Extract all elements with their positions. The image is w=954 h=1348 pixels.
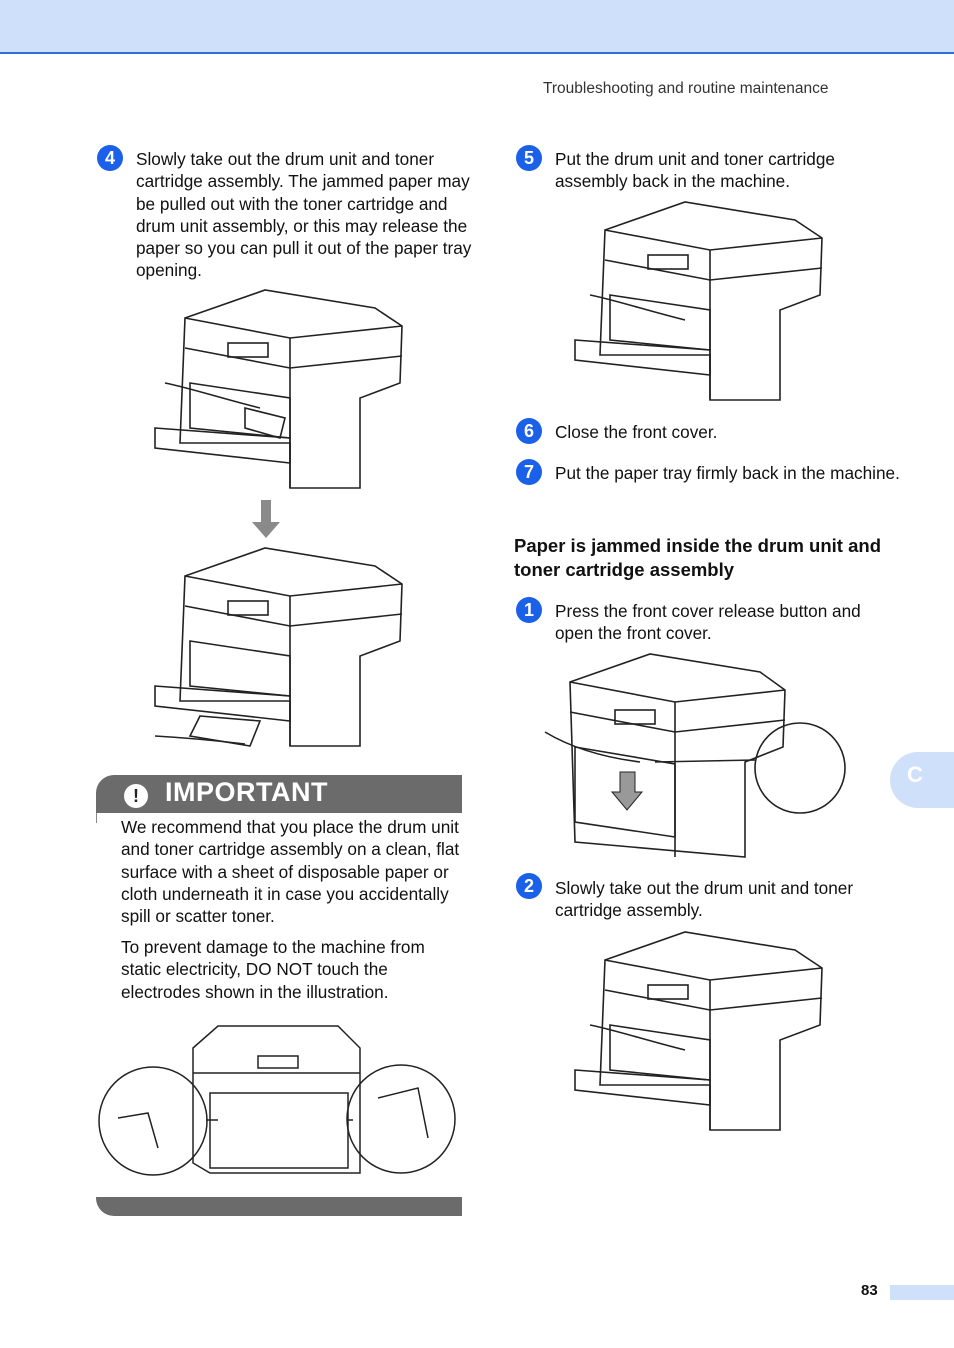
important-paragraph-1: We recommend that you place the drum uni… xyxy=(121,817,460,927)
step-number-1: 1 xyxy=(516,597,542,623)
important-divider xyxy=(96,813,97,823)
electrodes-illustration xyxy=(98,1025,456,1176)
important-header-bar xyxy=(96,775,462,813)
running-title: Troubleshooting and routine maintenance xyxy=(543,80,829,97)
section-heading: Paper is jammed inside the drum unit and… xyxy=(514,535,881,580)
page-number: 83 xyxy=(861,1282,878,1299)
exclamation-icon: ! xyxy=(124,784,148,808)
step-2-text: Slowly take out the drum unit and toner … xyxy=(555,878,854,921)
step-6-text: Close the front cover. xyxy=(555,422,718,442)
step-number-4: 4 xyxy=(97,145,123,171)
printer-paper-removal-illustration xyxy=(154,547,403,747)
chapter-tab xyxy=(890,752,954,808)
printer-drum-out-illustration xyxy=(574,931,823,1131)
down-arrow-icon xyxy=(252,500,280,538)
step-7-text: Put the paper tray firmly back in the ma… xyxy=(555,463,900,483)
step-4-text: Slowly take out the drum unit and toner … xyxy=(136,149,472,281)
printer-drum-insert-illustration xyxy=(574,201,823,401)
printer-drum-removal-illustration xyxy=(154,289,403,489)
step-1-text: Press the front cover release button and… xyxy=(555,601,861,644)
page-number-bar xyxy=(890,1285,954,1300)
header-band xyxy=(0,0,954,54)
important-footer-bar xyxy=(96,1197,462,1216)
step-number-5: 5 xyxy=(516,145,542,171)
step-number-2: 2 xyxy=(516,873,542,899)
important-paragraph-2: To prevent damage to the machine from st… xyxy=(121,937,425,1002)
step-number-6: 6 xyxy=(516,418,542,444)
important-title: IMPORTANT xyxy=(165,777,328,807)
step-5-text: Put the drum unit and toner cartridge as… xyxy=(555,149,835,192)
step-number-7: 7 xyxy=(516,459,542,485)
printer-front-cover-illustration xyxy=(544,653,846,858)
chapter-tab-letter: C xyxy=(907,762,923,787)
